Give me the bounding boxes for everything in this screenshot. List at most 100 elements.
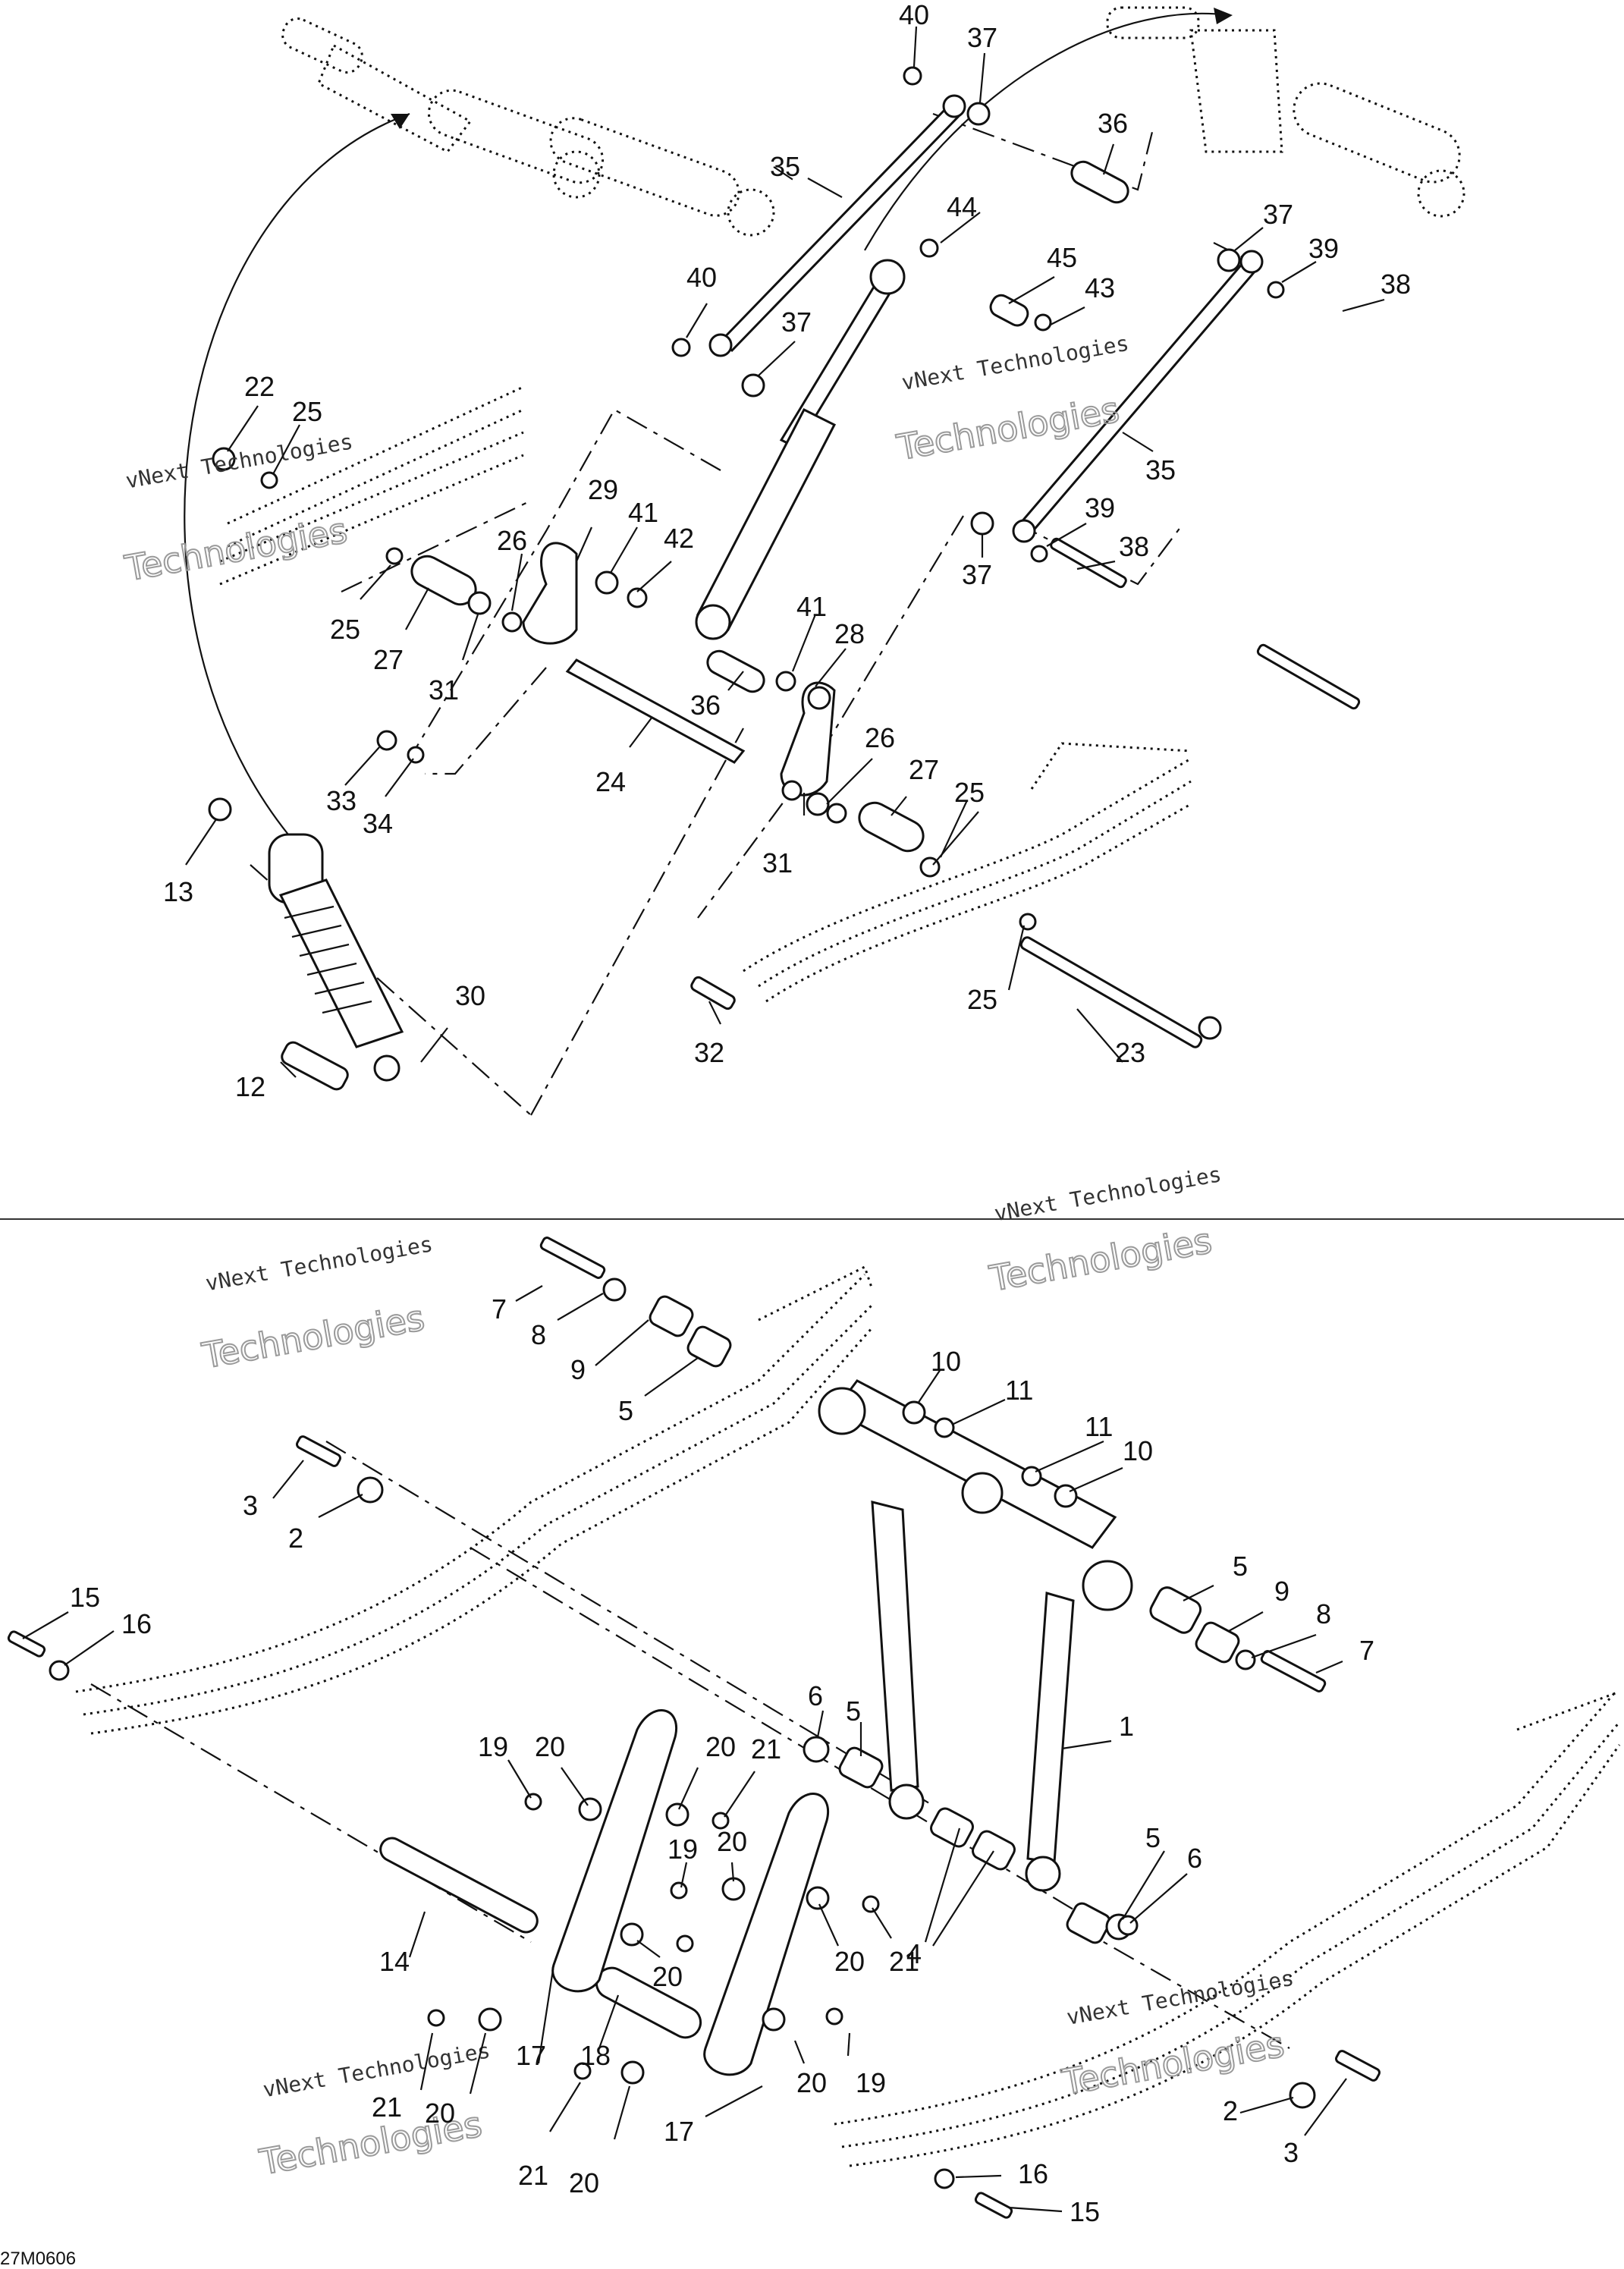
bolt-15-right [974,2192,1013,2219]
bolt-38-lower [1050,537,1127,589]
callout-21-lower-left: 21 [372,2091,402,2123]
axis-line-7 [932,112,1154,191]
axis-line-10 [1213,242,1260,266]
callout-10-upper: 10 [931,1346,961,1377]
callout-5-upper: 5 [846,1695,861,1727]
callout-12: 12 [235,1071,265,1102]
axis-line-b3 [90,1683,532,1943]
tie-rod-lower [1012,250,1264,543]
callout-37-right: 37 [1263,199,1293,230]
callout-13: 13 [163,876,193,907]
callout-3-left: 3 [243,1490,258,1521]
callout-31-right: 31 [762,847,793,878]
spacer-18 [595,1966,702,2039]
watermark-2: vNext Technologies [900,331,1131,395]
callout-25-left: 25 [330,614,360,645]
shaft-14 [379,1837,539,1934]
bolt-38-upper [1256,643,1361,710]
bolt-12 [281,1041,349,1091]
watermark-1: vNext Technologies [124,429,355,493]
callout-7-left: 7 [492,1293,507,1325]
callout-26-left: 26 [497,525,527,556]
watermark-3: vNext Technologies [203,1231,435,1296]
leader-lines [22,26,1385,2213]
axis-line-1 [409,408,721,759]
callout-36-top: 36 [1098,108,1128,139]
callout-33: 33 [326,785,357,816]
hanger-29 [522,542,578,645]
top-fasteners [208,66,1285,1082]
callout-1: 1 [1119,1711,1134,1742]
callout-16-right: 16 [1018,2158,1048,2189]
callout-41-right: 41 [796,591,827,622]
callout-37-mid: 37 [781,306,812,338]
callout-28: 28 [834,618,865,649]
damper-upper [695,259,906,640]
bolt-3-right [1335,2050,1381,2082]
callout-25-upper: 25 [292,396,322,427]
callout-30: 30 [455,980,485,1011]
callout-10-lower: 10 [1123,1435,1153,1466]
callout-19-lower-right: 19 [856,2067,886,2098]
top-right-rail [743,742,1192,1003]
bolt-3-left [296,1435,341,1467]
callout-11-upper: 11 [1005,1375,1033,1406]
callout-45: 45 [1047,242,1077,273]
callout-6-upper: 6 [808,1680,823,1711]
callout-5-lower: 5 [1145,1822,1161,1853]
callout-35-lower: 35 [1145,454,1176,486]
stopper-strap-left [551,1709,677,1993]
spacer-5-left [686,1325,732,1368]
callout-34: 34 [363,808,393,839]
callout-22: 22 [244,371,275,402]
bottom-fasteners [49,1277,1316,2189]
callout-20-mid2: 20 [717,1826,747,1857]
bolt-7-left [539,1237,606,1279]
callout-36-mid: 36 [690,690,721,721]
callout-9-left: 9 [570,1354,586,1385]
callout-21-right: 21 [889,1946,919,1977]
callout-19-left: 19 [478,1731,508,1762]
callout-17-right: 17 [664,2116,694,2147]
callout-3-right: 3 [1283,2137,1299,2168]
phantom-crossshaft-left [281,17,775,237]
callout-16-left: 16 [121,1608,152,1639]
top-left-rail [219,385,524,586]
callout-39-upper: 39 [1308,233,1339,264]
watermark-4b: Technologies [986,1220,1214,1299]
front-arm [818,1379,1133,1892]
bolt-32 [690,976,736,1010]
bottom-assembly [7,1237,1621,2219]
axis-line-8 [773,166,797,183]
axis-line-b4 [1076,1926,1290,2049]
spacer-45 [989,294,1029,327]
callout-25-lower: 25 [967,984,997,1015]
callout-24: 24 [595,766,626,797]
axis-line-5 [530,728,744,1116]
callout-2-left: 2 [288,1523,303,1554]
bolt-23 [1019,936,1203,1048]
callout-27-left: 27 [373,644,404,675]
shaft-24 [565,658,746,764]
callout-42: 42 [664,523,694,554]
callout-21-bottom: 21 [518,2160,548,2191]
callout-39-lower: 39 [1085,492,1115,523]
spacer-4-b [972,1830,1016,1871]
spacer-5-lower-right [1066,1902,1111,1944]
callout-2-right: 2 [1223,2095,1238,2126]
watermark-6b: Technologies [1059,2023,1287,2103]
callouts: 40 37 36 35 44 40 37 45 43 37 39 38 35 3… [70,0,1411,2227]
swing-arrow-left [184,112,410,835]
callout-27-right: 27 [909,754,939,785]
callout-7-right: 7 [1359,1635,1374,1666]
spacer-36-mid [706,649,765,693]
bottom-right-rail [834,1690,1621,2167]
callout-37-lower: 37 [962,559,992,590]
spacer-5-lower [838,1746,884,1789]
callout-35-upper: 35 [770,151,800,182]
callout-40-mid: 40 [686,262,717,293]
callout-20-mid: 20 [705,1731,736,1762]
callout-20-left: 20 [535,1731,565,1762]
spacer-5-right [1149,1586,1202,1634]
watermark-3b: Technologies [199,1297,427,1377]
